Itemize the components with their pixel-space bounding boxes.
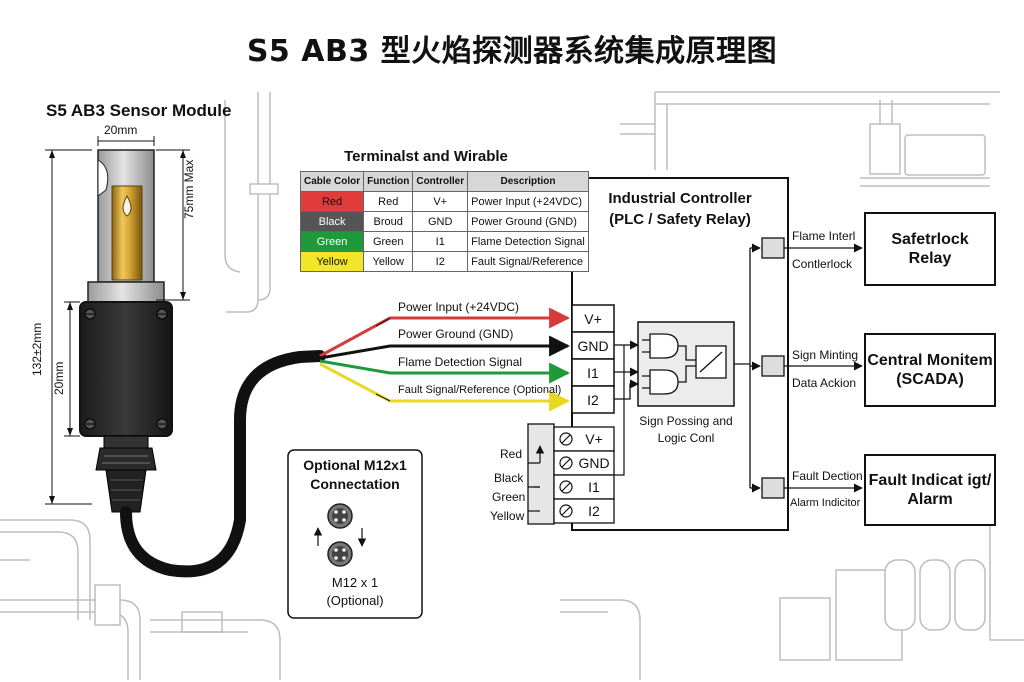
m12-caption-line2: (Optional) <box>326 593 384 608</box>
output-box-line1: Central Monitem <box>867 352 993 369</box>
table-cell-color: Black <box>299 211 365 232</box>
table-cell-description: Power Ground (GND) <box>467 211 589 232</box>
logic-gates <box>642 333 727 395</box>
block-wire-label-red: Red <box>500 447 523 461</box>
controller-terminal-i2: I2 <box>587 392 599 408</box>
terminal-block <box>527 423 615 525</box>
table-header-function: Function <box>363 171 414 192</box>
block-wire-label-yellow: Yellow <box>490 509 525 523</box>
terminal-table: Cable Color Function Controller Descript… <box>299 171 589 272</box>
output-box-line2: Alarm <box>907 491 953 508</box>
table-cell-description: Power Input (+24VDC) <box>467 191 589 212</box>
table-title: Terminalst and Wirable <box>344 148 508 165</box>
table-cell-controller: GND <box>412 211 469 232</box>
block-wire-label-green: Green <box>492 490 526 504</box>
table-row: Yellow Yellow I2 Fault Signal/Reference <box>299 251 589 272</box>
table-header-description: Description <box>467 171 589 192</box>
m12-title-line1: Optional M12x1 <box>303 457 407 473</box>
table-cell-function: Green <box>363 231 414 252</box>
cable-gland <box>105 469 147 513</box>
sensor-module <box>79 149 173 513</box>
table-cell-color: Green <box>299 231 365 252</box>
m12-title-line2: Connectation <box>310 476 400 492</box>
main-cable <box>120 350 326 578</box>
block-wire-label-black: Black <box>494 471 524 485</box>
table-cell-description: Fault Signal/Reference <box>467 251 589 272</box>
sensor-dim-top: 75mm Max <box>182 159 196 219</box>
table-header-controller: Controller <box>412 171 469 192</box>
m12-box <box>287 449 423 619</box>
wire-label-power-input: Power Input (+24VDC) <box>398 300 520 314</box>
table-cell-description: Flame Detection Signal <box>467 231 589 252</box>
controller-terminal-gnd: GND <box>577 338 609 354</box>
terminal-screws <box>559 432 573 518</box>
block-terminal-i1: I1 <box>588 479 600 495</box>
table-cell-color: Yellow <box>299 251 365 272</box>
controller-terminal-i1: I1 <box>587 365 599 381</box>
controller-title-line2: (PLC / Safety Relay) <box>609 211 751 228</box>
table-cell-controller: I1 <box>412 231 469 252</box>
table-cell-function: Red <box>363 191 414 212</box>
output-box-line1: Fault Indicat igt/ <box>868 472 992 489</box>
wire-label-power-ground: Power Ground (GND) <box>398 327 514 341</box>
background-piping <box>0 91 1024 680</box>
output-box-line2: Relay <box>908 250 952 267</box>
table-cell-color: Red <box>299 191 365 212</box>
table-cell-controller: I2 <box>412 251 469 272</box>
block-terminal-vplus: V+ <box>585 431 603 447</box>
diagram-title: S5 AB3 型火焰探测器系统集成原理图 <box>246 34 778 69</box>
m12-connector-icon <box>313 503 367 567</box>
table-cell-function: Yellow <box>363 251 414 272</box>
m12-caption-line1: M12 x 1 <box>331 575 379 590</box>
output-signal-label: Alarm Indicitor <box>790 497 861 509</box>
controller-terminal-vplus: V+ <box>584 311 602 327</box>
controller-terminals <box>571 304 615 414</box>
sensor-dimensions <box>45 136 190 505</box>
table-row: Green Green I1 Flame Detection Signal <box>299 231 589 252</box>
table-cell-function: Broud <box>363 211 414 232</box>
output-terminals <box>761 237 785 499</box>
safety-interlock-relay-box: Safetrlock Relay <box>864 212 996 286</box>
output-box-line2: (SCADA) <box>896 371 964 388</box>
fault-alarm-box: Fault Indicat igt/ Alarm <box>864 454 996 526</box>
logic-label-line1: Sign Possing and <box>639 414 733 428</box>
output-signal-label: Contlerlock <box>792 257 853 271</box>
table-cell-controller: V+ <box>412 191 469 212</box>
block-terminal-gnd: GND <box>578 455 610 471</box>
sensor-dim-body: 20mm <box>52 361 66 395</box>
output-signal-label: Fault Dection <box>792 469 863 483</box>
block-terminal-i2: I2 <box>588 503 600 519</box>
controller-title-line1: Industrial Controller <box>608 190 752 207</box>
table-row: Black Broud GND Power Ground (GND) <box>299 211 589 232</box>
table-row: Red Red V+ Power Input (+24VDC) <box>299 191 589 212</box>
sensor-body <box>79 301 173 437</box>
sensor-dim-width: 20mm <box>104 123 138 137</box>
sensor-heading: S5 AB3 Sensor Module <box>46 101 232 120</box>
table-header-cable-color: Cable Color <box>299 171 365 192</box>
output-box-line1: Safetrlock <box>891 231 969 248</box>
wire-black <box>319 335 571 360</box>
sensor-dim-total: 132±2mm <box>30 322 44 376</box>
wire-green <box>319 359 571 384</box>
output-signal-label: Sign Minting <box>792 348 859 362</box>
wire-label-fault-signal: Fault Signal/Reference (Optional) <box>398 384 562 396</box>
output-signal-label: Data Ackion <box>792 376 857 390</box>
logic-label-line2: Logic Conl <box>657 431 715 445</box>
central-monitoring-box: Central Monitem (SCADA) <box>864 333 996 407</box>
output-signal-label: Flame Interl <box>792 229 856 243</box>
wire-label-flame-detection: Flame Detection Signal <box>398 355 523 369</box>
